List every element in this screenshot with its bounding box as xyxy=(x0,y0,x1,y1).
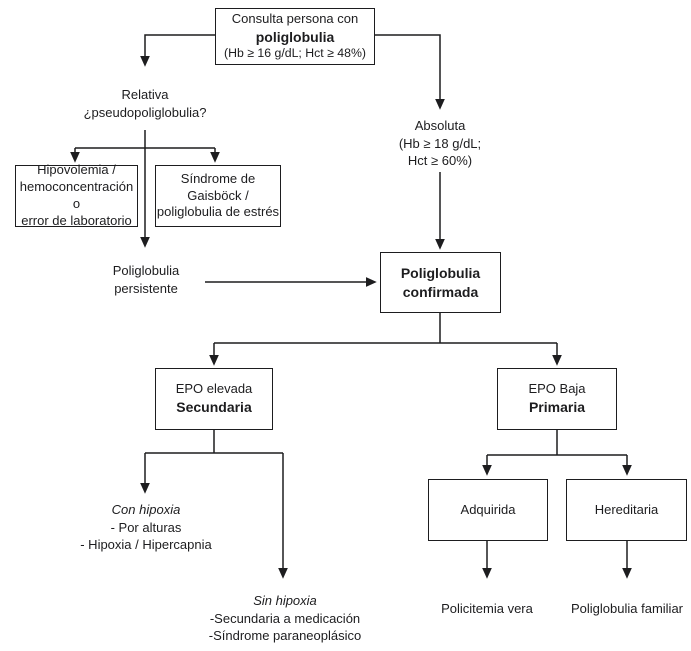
label-absoluta-line3: Hct ≥ 60%) xyxy=(407,153,473,169)
label-sin-hipoxia: Sin hipoxia -Secundaria a medicación -Sí… xyxy=(185,592,385,645)
node-gaisbock: Síndrome de Gaisböck / poliglobulia de e… xyxy=(155,165,281,227)
arrow-consulta-to-relativa xyxy=(140,34,215,67)
label-poliglobulia-persistente: Poliglobulia persistente xyxy=(91,262,201,297)
label-con-hipoxia: Con hipoxia - Por alturas - Hipoxia / Hi… xyxy=(46,501,246,554)
node-hipovolemia-line3: error de laboratorio xyxy=(21,212,132,228)
node-adquirida: Adquirida xyxy=(428,479,548,541)
label-persistente-line2: persistente xyxy=(114,280,178,296)
label-policitemia-vera: Policitemia vera xyxy=(417,600,557,618)
node-consulta-line3: (Hb ≥ 16 g/dL; Hct ≥ 48%) xyxy=(224,46,366,61)
label-con-hipoxia-line1: Con hipoxia xyxy=(111,502,181,517)
node-epo-baja-primaria: EPO Baja Primaria xyxy=(497,368,617,430)
node-confirmada-line2: confirmada xyxy=(402,283,479,300)
node-primaria-line1: EPO Baja xyxy=(528,381,586,397)
label-relativa-line1: Relativa xyxy=(121,87,169,102)
connector-confirmada-split xyxy=(214,313,557,344)
label-relativa-line2: ¿pseudopoliglobulia? xyxy=(83,104,207,120)
label-con-hipoxia-line2: - Por alturas xyxy=(110,519,182,535)
node-hereditaria-label: Hereditaria xyxy=(594,501,659,517)
label-persistente-line1: Poliglobulia xyxy=(112,263,180,278)
node-hipovolemia-line1: Hipovolemia / xyxy=(37,162,116,178)
node-poliglobulia-confirmada: Poliglobulia confirmada xyxy=(380,252,501,313)
node-consulta-line1: Consulta persona con xyxy=(231,10,359,26)
node-hereditaria: Hereditaria xyxy=(566,479,687,541)
label-absoluta: Absoluta (Hb ≥ 18 g/dL; Hct ≥ 60%) xyxy=(375,117,505,170)
node-hipovolemia: Hipovolemia / hemoconcentración o error … xyxy=(15,162,138,228)
node-secundaria-line2: Secundaria xyxy=(176,399,252,416)
node-secundaria-line1: EPO elevada xyxy=(175,381,253,397)
label-relativa: Relativa ¿pseudopoliglobulia? xyxy=(55,86,235,121)
arrow-consulta-to-absoluta xyxy=(375,34,445,110)
node-consulta-line2: poliglobulia xyxy=(255,28,335,45)
node-consulta-poliglobulia: Consulta persona con poliglobulia (Hb ≥ … xyxy=(215,8,375,65)
label-absoluta-line1: Absoluta xyxy=(414,118,466,133)
label-poliglobulia-familiar: Poliglobulia familiar xyxy=(552,600,691,618)
node-gaisbock-line3: poliglobulia de estrés xyxy=(156,204,280,220)
label-policitemia-vera-text: Policitemia vera xyxy=(441,601,533,616)
label-sin-hipoxia-line3: -Síndrome paraneoplásico xyxy=(208,628,362,644)
node-gaisbock-line2: Gaisböck / xyxy=(187,187,249,203)
node-gaisbock-line1: Síndrome de xyxy=(180,170,256,186)
connector-secundaria-split xyxy=(145,430,283,454)
node-confirmada-line1: Poliglobulia xyxy=(400,265,481,282)
node-epo-elevada-secundaria: EPO elevada Secundaria xyxy=(155,368,273,430)
label-sin-hipoxia-line1: Sin hipoxia xyxy=(253,593,317,608)
label-sin-hipoxia-line2: -Secundaria a medicación xyxy=(209,610,361,626)
label-con-hipoxia-line3: - Hipoxia / Hipercapnia xyxy=(80,537,212,553)
label-poliglobulia-familiar-text: Poliglobulia familiar xyxy=(571,601,683,616)
node-adquirida-label: Adquirida xyxy=(460,501,516,517)
label-absoluta-line2: (Hb ≥ 18 g/dL; xyxy=(398,135,482,151)
connector-primaria-split xyxy=(487,430,627,456)
node-primaria-line2: Primaria xyxy=(528,399,586,416)
node-hipovolemia-line2: hemoconcentración o xyxy=(19,179,134,211)
